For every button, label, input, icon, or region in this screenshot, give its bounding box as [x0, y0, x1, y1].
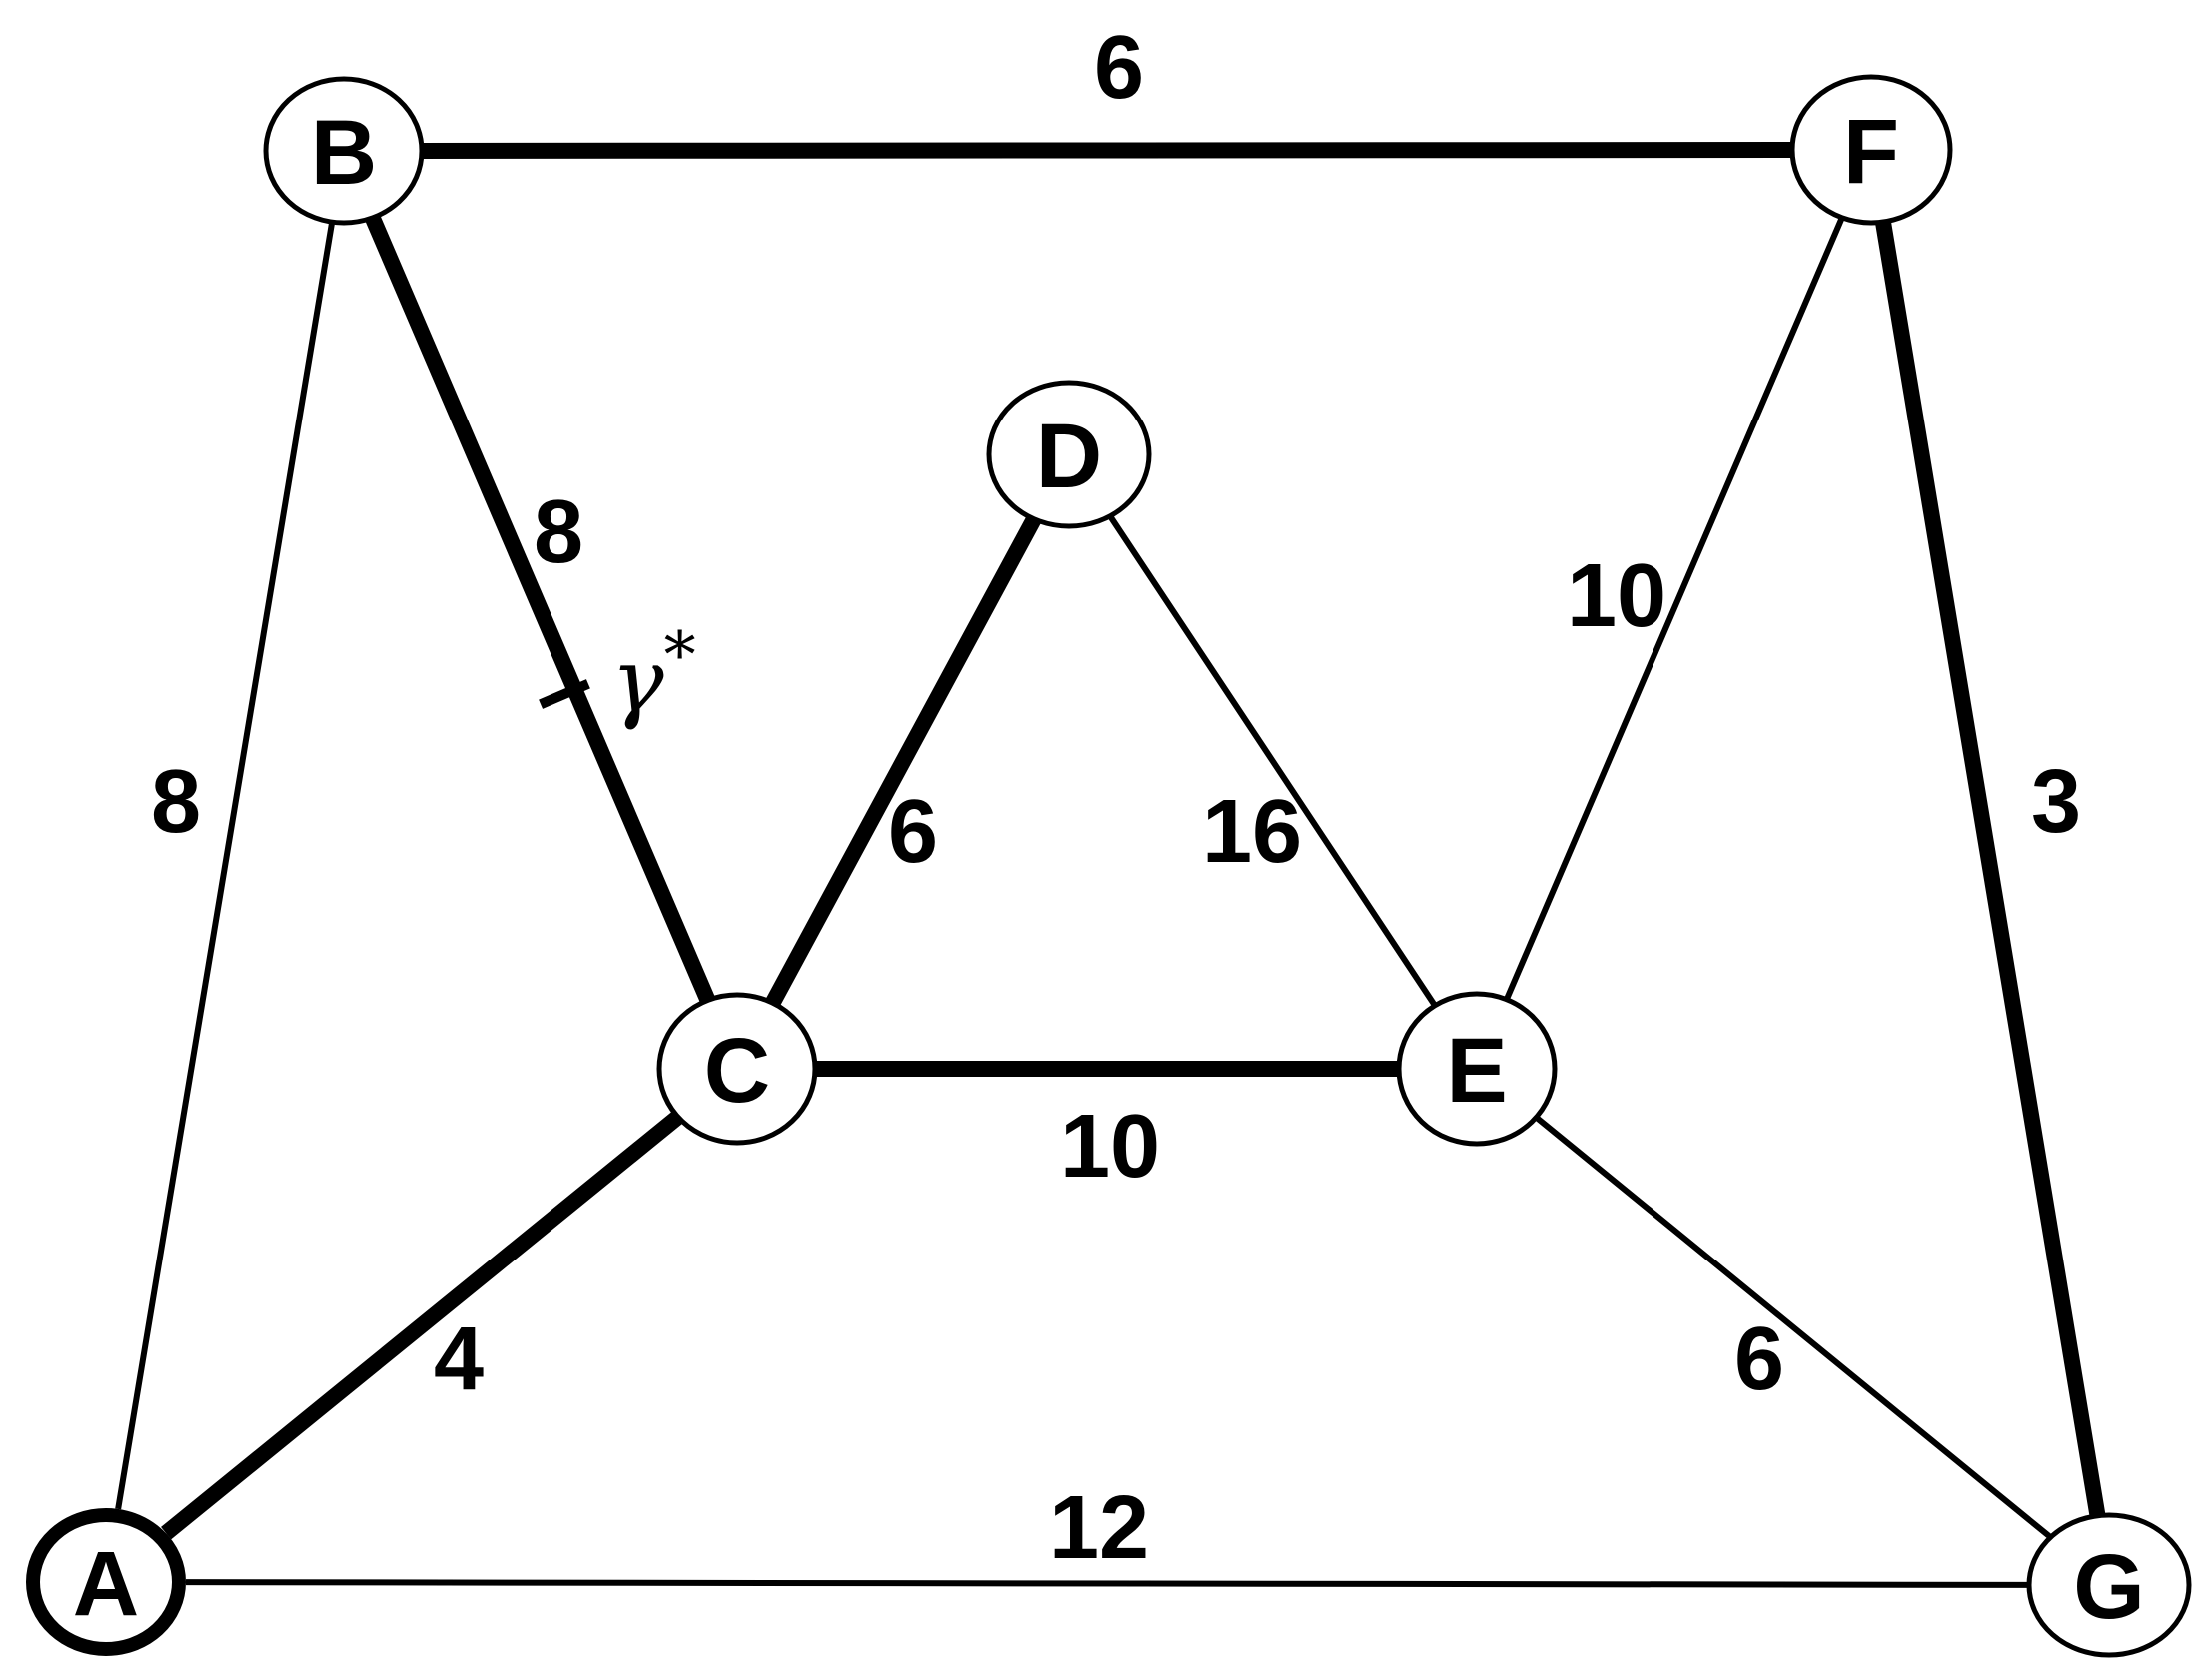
edge-weight-e-f: 10 [1567, 546, 1666, 646]
edge-weight-b-f: 6 [1094, 18, 1144, 118]
node-label: G [2073, 1536, 2145, 1638]
nodes-layer: A B C D E F G [26, 74, 2192, 1658]
edge-weight-e-g: 6 [1734, 1309, 1784, 1409]
node-label: D [1036, 406, 1102, 507]
node-label: F [1843, 101, 1899, 203]
node-circle [1789, 74, 1953, 226]
edge-c-d [765, 514, 1042, 1007]
node-b: B [263, 76, 425, 226]
edge-f-g [1875, 220, 2106, 1518]
node-circle [263, 76, 425, 226]
node-f: F [1789, 74, 1953, 226]
edge-weight-a-b: 8 [151, 752, 201, 852]
node-circle [26, 1508, 186, 1656]
node-circle [1396, 991, 1558, 1147]
node-g: G [2026, 1512, 2192, 1658]
edge-weight-a-c: 4 [434, 1309, 484, 1409]
edge-weight-f-g: 3 [2031, 752, 2081, 852]
gamma-star-label: γ* [611, 619, 696, 732]
node-label: C [704, 1020, 770, 1122]
node-circle [2026, 1512, 2192, 1658]
edge-weight-c-d: 6 [888, 782, 938, 882]
edge-weight-a-g: 12 [1049, 1478, 1149, 1578]
gamma-star-marker: γ* [539, 619, 696, 732]
node-label: E [1446, 1020, 1507, 1122]
node-label: B [311, 102, 377, 204]
edge-a-c [161, 1110, 683, 1540]
edge-e-f [1504, 216, 1845, 1001]
node-label: A [73, 1533, 139, 1635]
edge-weight-b-c: 8 [534, 482, 583, 582]
edge-e-g [1534, 1115, 2053, 1540]
edges-layer [115, 142, 2106, 1588]
edge-a-b [115, 221, 336, 1510]
node-circle [656, 992, 818, 1146]
edge-weight-d-e: 16 [1202, 782, 1302, 882]
node-a: A [26, 1508, 186, 1656]
edge-b-f [421, 142, 1793, 159]
edge-d-e [1107, 514, 1438, 1008]
edge-weights-layer: 8 4 12 8 6 6 10 16 10 6 3 [151, 18, 2081, 1578]
cut-tick-icon [539, 679, 590, 709]
edge-b-c [365, 214, 715, 1004]
node-c: C [656, 992, 818, 1146]
edge-a-g [185, 1579, 2030, 1588]
edge-weight-c-e: 10 [1060, 1097, 1160, 1197]
node-d: D [986, 380, 1152, 529]
node-e: E [1396, 991, 1558, 1147]
node-circle [986, 380, 1152, 529]
